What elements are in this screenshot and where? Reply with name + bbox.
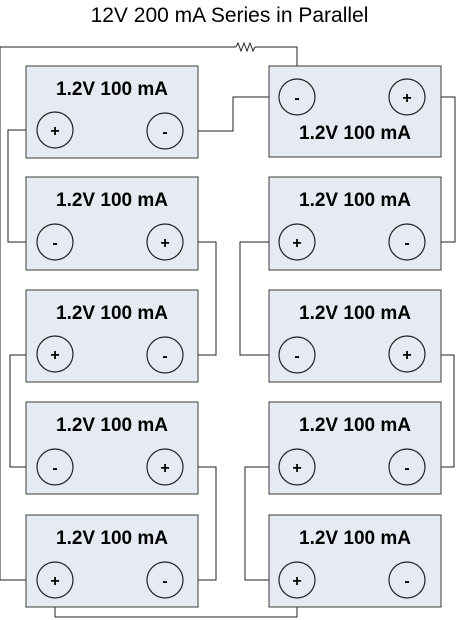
negative-terminal: [388, 561, 426, 599]
negative-terminal: [278, 336, 316, 374]
terminal-symbol: -: [404, 573, 409, 590]
terminal-symbol: -: [162, 348, 167, 365]
terminal-symbol: +: [160, 460, 169, 477]
positive-terminal: [278, 448, 316, 486]
cell-label: 1.2V 100 mA: [56, 415, 168, 436]
cell-label: 1.2V 100 mA: [56, 79, 168, 100]
battery-cell: 1.2V 100 mA + -: [268, 514, 442, 608]
battery-cell: 1.2V 100 mA + -: [25, 65, 199, 159]
battery-cell: 1.2V 100 mA + -: [25, 514, 199, 608]
terminal-symbol: +: [50, 123, 59, 140]
negative-terminal: [388, 448, 426, 486]
battery-cell: 1.2V 100 mA + -: [25, 289, 199, 383]
positive-terminal: [146, 448, 184, 486]
cell-label: 1.2V 100 mA: [299, 528, 411, 549]
diagram-title: 12V 200 mA Series in Parallel: [90, 4, 369, 27]
negative-terminal: [146, 112, 184, 150]
wire-l1-to-l2: [7, 129, 37, 243]
terminal-symbol: -: [162, 573, 167, 590]
positive-terminal: [36, 335, 74, 373]
battery-cell: 1.2V 100 mA + -: [268, 176, 442, 271]
positive-terminal: [388, 78, 426, 116]
terminal-symbol: +: [402, 347, 411, 364]
wire-l3-to-l4: [9, 354, 37, 468]
negative-terminal: [146, 561, 184, 599]
terminal-symbol: -: [52, 460, 57, 477]
terminal-symbol: -: [294, 90, 299, 107]
wire-l2-to-l3: [183, 241, 217, 356]
terminal-symbol: +: [292, 573, 301, 590]
terminal-symbol: -: [52, 235, 57, 252]
left-string: 1.2V 100 mA + - 1.2V 100 mA - + 1.2V 100…: [25, 65, 199, 608]
wire-r2-to-r3: [239, 241, 279, 356]
positive-terminal: [36, 111, 74, 149]
positive-terminal: [278, 561, 316, 599]
cell-label: 1.2V 100 mA: [56, 303, 168, 324]
cell-label: 1.2V 100 mA: [299, 190, 411, 211]
negative-terminal: [388, 223, 426, 261]
cell-label: 1.2V 100 mA: [56, 190, 168, 211]
terminal-symbol: -: [294, 348, 299, 365]
wire-r4-to-r5: [244, 466, 279, 581]
terminal-symbol: +: [292, 235, 301, 252]
battery-cell: 1.2V 100 mA - +: [25, 401, 199, 495]
terminal-symbol: +: [50, 347, 59, 364]
positive-terminal: [388, 335, 426, 373]
battery-cell: 1.2V 100 mA - +: [268, 289, 442, 383]
terminal-symbol: -: [404, 460, 409, 477]
cell-label: 1.2V 100 mA: [299, 415, 411, 436]
negative-terminal: [278, 78, 316, 116]
positive-terminal: [278, 223, 316, 261]
cell-label: 1.2V 100 mA: [299, 303, 411, 324]
terminal-symbol: +: [160, 235, 169, 252]
terminal-symbol: +: [50, 573, 59, 590]
cell-label: 1.2V 100 mA: [56, 528, 168, 549]
negative-terminal: [36, 223, 74, 261]
terminal-symbol: -: [404, 235, 409, 252]
wire-l4-to-l5: [183, 466, 217, 581]
wire-r1-to-l1: [183, 96, 279, 132]
positive-terminal: [36, 561, 74, 599]
right-string: 1.2V 100 mA - + 1.2V 100 mA + - 1.2V 100…: [268, 65, 442, 608]
terminal-symbol: +: [292, 460, 301, 477]
terminal-symbol: -: [162, 124, 167, 141]
negative-terminal: [36, 448, 74, 486]
battery-cell: 1.2V 100 mA - +: [268, 65, 442, 158]
top-bus-wire: [0, 46, 236, 580]
battery-cell: 1.2V 100 mA + -: [268, 401, 442, 495]
terminal-symbol: +: [402, 90, 411, 107]
negative-terminal: [146, 336, 184, 374]
positive-terminal: [146, 223, 184, 261]
resistor-icon: [235, 41, 256, 53]
cell-label: 1.2V 100 mA: [299, 123, 411, 144]
battery-cell: 1.2V 100 mA - +: [25, 176, 199, 271]
